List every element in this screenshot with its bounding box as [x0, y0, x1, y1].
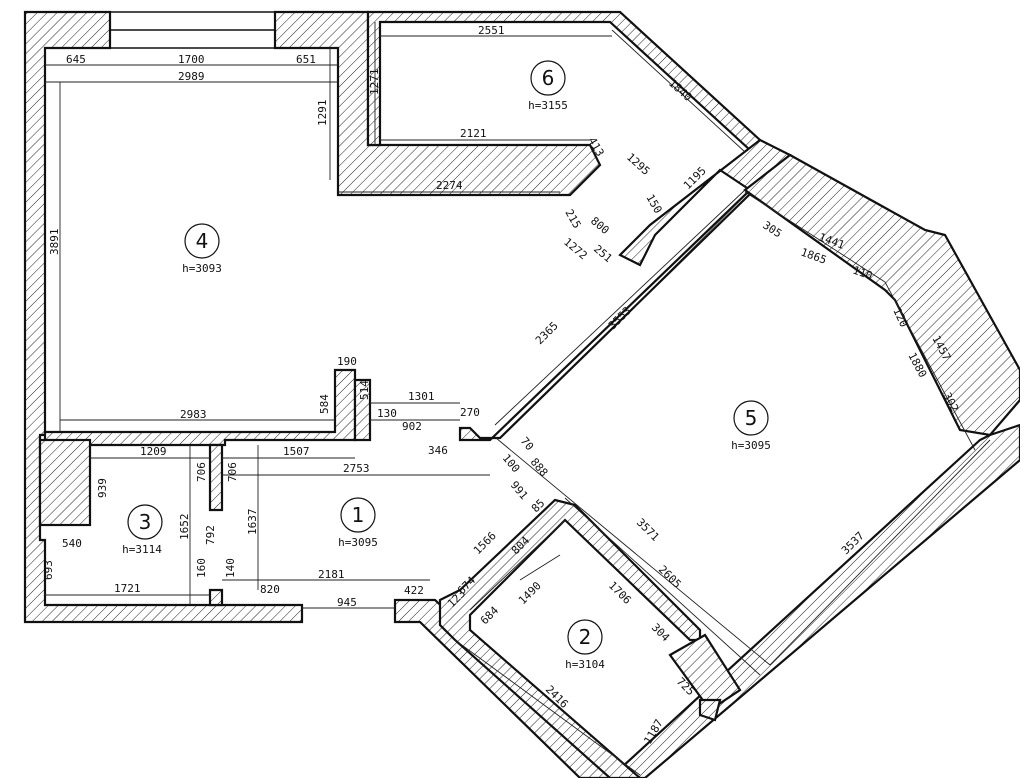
dim-label: 2274	[436, 179, 463, 192]
dim-label: 1295	[624, 151, 652, 178]
wall-diagonal-upper	[458, 138, 792, 442]
room-circle	[184, 223, 220, 259]
dim-label: 684	[478, 604, 502, 628]
dim-label: 140	[224, 558, 237, 578]
dim-label: 305	[760, 219, 784, 241]
dim-label: 651	[296, 53, 316, 66]
dim-label: 110	[851, 264, 874, 283]
dim-label: 3571	[634, 516, 662, 544]
room-marker-2: 2 h=3104	[565, 619, 605, 671]
room-height: h=3104	[565, 658, 605, 671]
dim-label: 1652	[178, 514, 191, 541]
dim-label: 70	[518, 435, 536, 454]
dim-label: 2181	[318, 568, 345, 581]
dim-label: 304	[649, 621, 673, 645]
dim-label: 150	[643, 192, 664, 216]
room-number: 5	[745, 406, 758, 430]
dim-label: 1209	[140, 445, 167, 458]
dim-label: 1721	[114, 582, 141, 595]
room-number: 2	[579, 625, 592, 649]
wall-room5-top	[743, 153, 1020, 437]
room-circle	[127, 504, 163, 540]
dim-label: 645	[66, 53, 86, 66]
window-top	[110, 11, 275, 49]
room-height: h=3095	[731, 439, 771, 452]
room-marker-5: 5 h=3095	[731, 400, 771, 452]
wall-room6-outer	[366, 10, 762, 152]
wall-stub	[353, 378, 372, 442]
dim-label: 1301	[408, 390, 435, 403]
wall-room3-room1	[208, 443, 224, 607]
dim-label: 800	[588, 214, 612, 237]
room-height: h=3093	[182, 262, 222, 275]
dim-label: 820	[260, 583, 280, 596]
dim-label: 584	[318, 394, 331, 414]
dim-label: 945	[337, 596, 357, 609]
dim-label: 2365	[533, 319, 561, 347]
dim-label: 888	[528, 456, 551, 480]
dim-label: 939	[96, 478, 109, 498]
room-circle	[567, 619, 603, 655]
wall-room2-right	[698, 698, 722, 722]
dim-label: 3891	[48, 229, 61, 256]
shaft-room3	[38, 438, 92, 527]
dim-label: 2983	[180, 408, 207, 421]
room-number: 6	[542, 66, 555, 90]
dim-label: 706	[195, 462, 208, 482]
dim-label: 2605	[656, 563, 684, 591]
closet-room2	[668, 633, 742, 712]
dim-label: 346	[428, 444, 448, 457]
dim-label: 270	[460, 406, 480, 419]
dimension-labels: 645 1700 651 2989 2551 1271 1291 1840 21…	[42, 24, 961, 747]
dim-label: 160	[195, 558, 208, 578]
room-circle	[530, 60, 566, 96]
dim-label: 190	[337, 355, 357, 368]
room-marker-1: 1 h=3095	[338, 497, 378, 549]
dim-label: 792	[204, 525, 217, 545]
room-height: h=3114	[122, 543, 162, 556]
dim-label: 1272	[561, 235, 590, 262]
dim-label: 1271	[368, 69, 381, 96]
dim-label: 100	[500, 452, 523, 476]
dim-label: 215	[562, 207, 583, 231]
wall-left	[23, 10, 304, 624]
room-marker-6: 6 h=3155	[528, 60, 568, 112]
dim-label: 130	[377, 407, 397, 420]
room-number: 3	[139, 510, 152, 534]
dim-label: 2753	[343, 462, 370, 475]
dim-label: 251	[591, 242, 615, 265]
dim-label: 2989	[178, 70, 205, 83]
dim-label: 706	[226, 462, 239, 482]
dim-label: 540	[62, 537, 82, 550]
dim-label: 902	[402, 420, 422, 433]
dim-label: 2551	[478, 24, 505, 37]
room-marker-3: 3 h=3114	[122, 504, 163, 556]
room-marker-4: 4 h=3093	[182, 223, 222, 275]
dim-label: 1291	[316, 100, 329, 127]
dim-label: 1637	[246, 509, 259, 536]
dim-label: 2121	[460, 127, 487, 140]
dim-label: 1195	[681, 164, 709, 192]
room-height: h=3095	[338, 536, 378, 549]
dim-label: 1507	[283, 445, 310, 458]
dim-label: 1566	[471, 529, 499, 557]
room-number: 4	[196, 229, 209, 253]
dimension-lines	[45, 22, 991, 776]
room-circle	[340, 497, 376, 533]
dim-label: 991	[508, 479, 531, 503]
room-number: 1	[352, 503, 365, 527]
dim-label: 693	[42, 560, 55, 580]
dim-label: 1865	[799, 246, 828, 267]
dim-label: 514	[358, 380, 371, 400]
dim-label: 422	[404, 584, 424, 597]
room-circle	[733, 400, 769, 436]
room-height: h=3155	[528, 99, 568, 112]
dim-label: 1700	[178, 53, 205, 66]
dim-label: 1490	[516, 579, 544, 607]
